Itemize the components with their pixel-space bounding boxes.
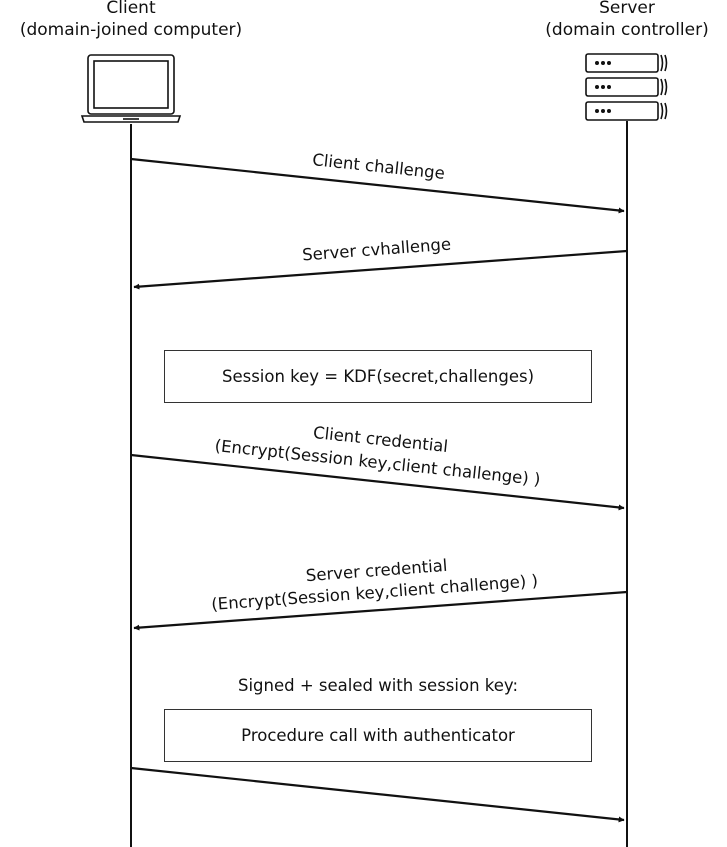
client-subtitle: (domain-joined computer) <box>19 20 243 40</box>
arrow-server-credential <box>133 590 628 631</box>
server-header: Server (domain controller) <box>527 0 727 41</box>
session-key-text: Session key = KDF(secret,challenges) <box>221 367 535 386</box>
server-subtitle: (domain controller) <box>545 20 709 40</box>
procedure-call-box: Procedure call with authenticator <box>164 709 592 762</box>
arrow-client-credential <box>130 453 625 511</box>
server-rack-icon <box>585 53 668 121</box>
procedure-call-text: Procedure call with authenticator <box>241 726 515 745</box>
server-name: Server <box>599 0 655 18</box>
arrow-procedure-call <box>130 766 625 823</box>
signed-sealed-label: Signed + sealed with session key: <box>237 676 519 695</box>
label-client-challenge: Client challenge <box>311 150 445 183</box>
label-server-challenge: Server cvhallenge <box>302 235 452 265</box>
client-header: Client (domain-joined computer) <box>0 0 262 41</box>
laptop-icon <box>80 54 182 123</box>
session-key-box: Session key = KDF(secret,challenges) <box>164 350 592 403</box>
client-name: Client <box>106 0 156 18</box>
arrow-client-challenge <box>130 157 625 214</box>
arrow-server-challenge <box>133 249 628 290</box>
